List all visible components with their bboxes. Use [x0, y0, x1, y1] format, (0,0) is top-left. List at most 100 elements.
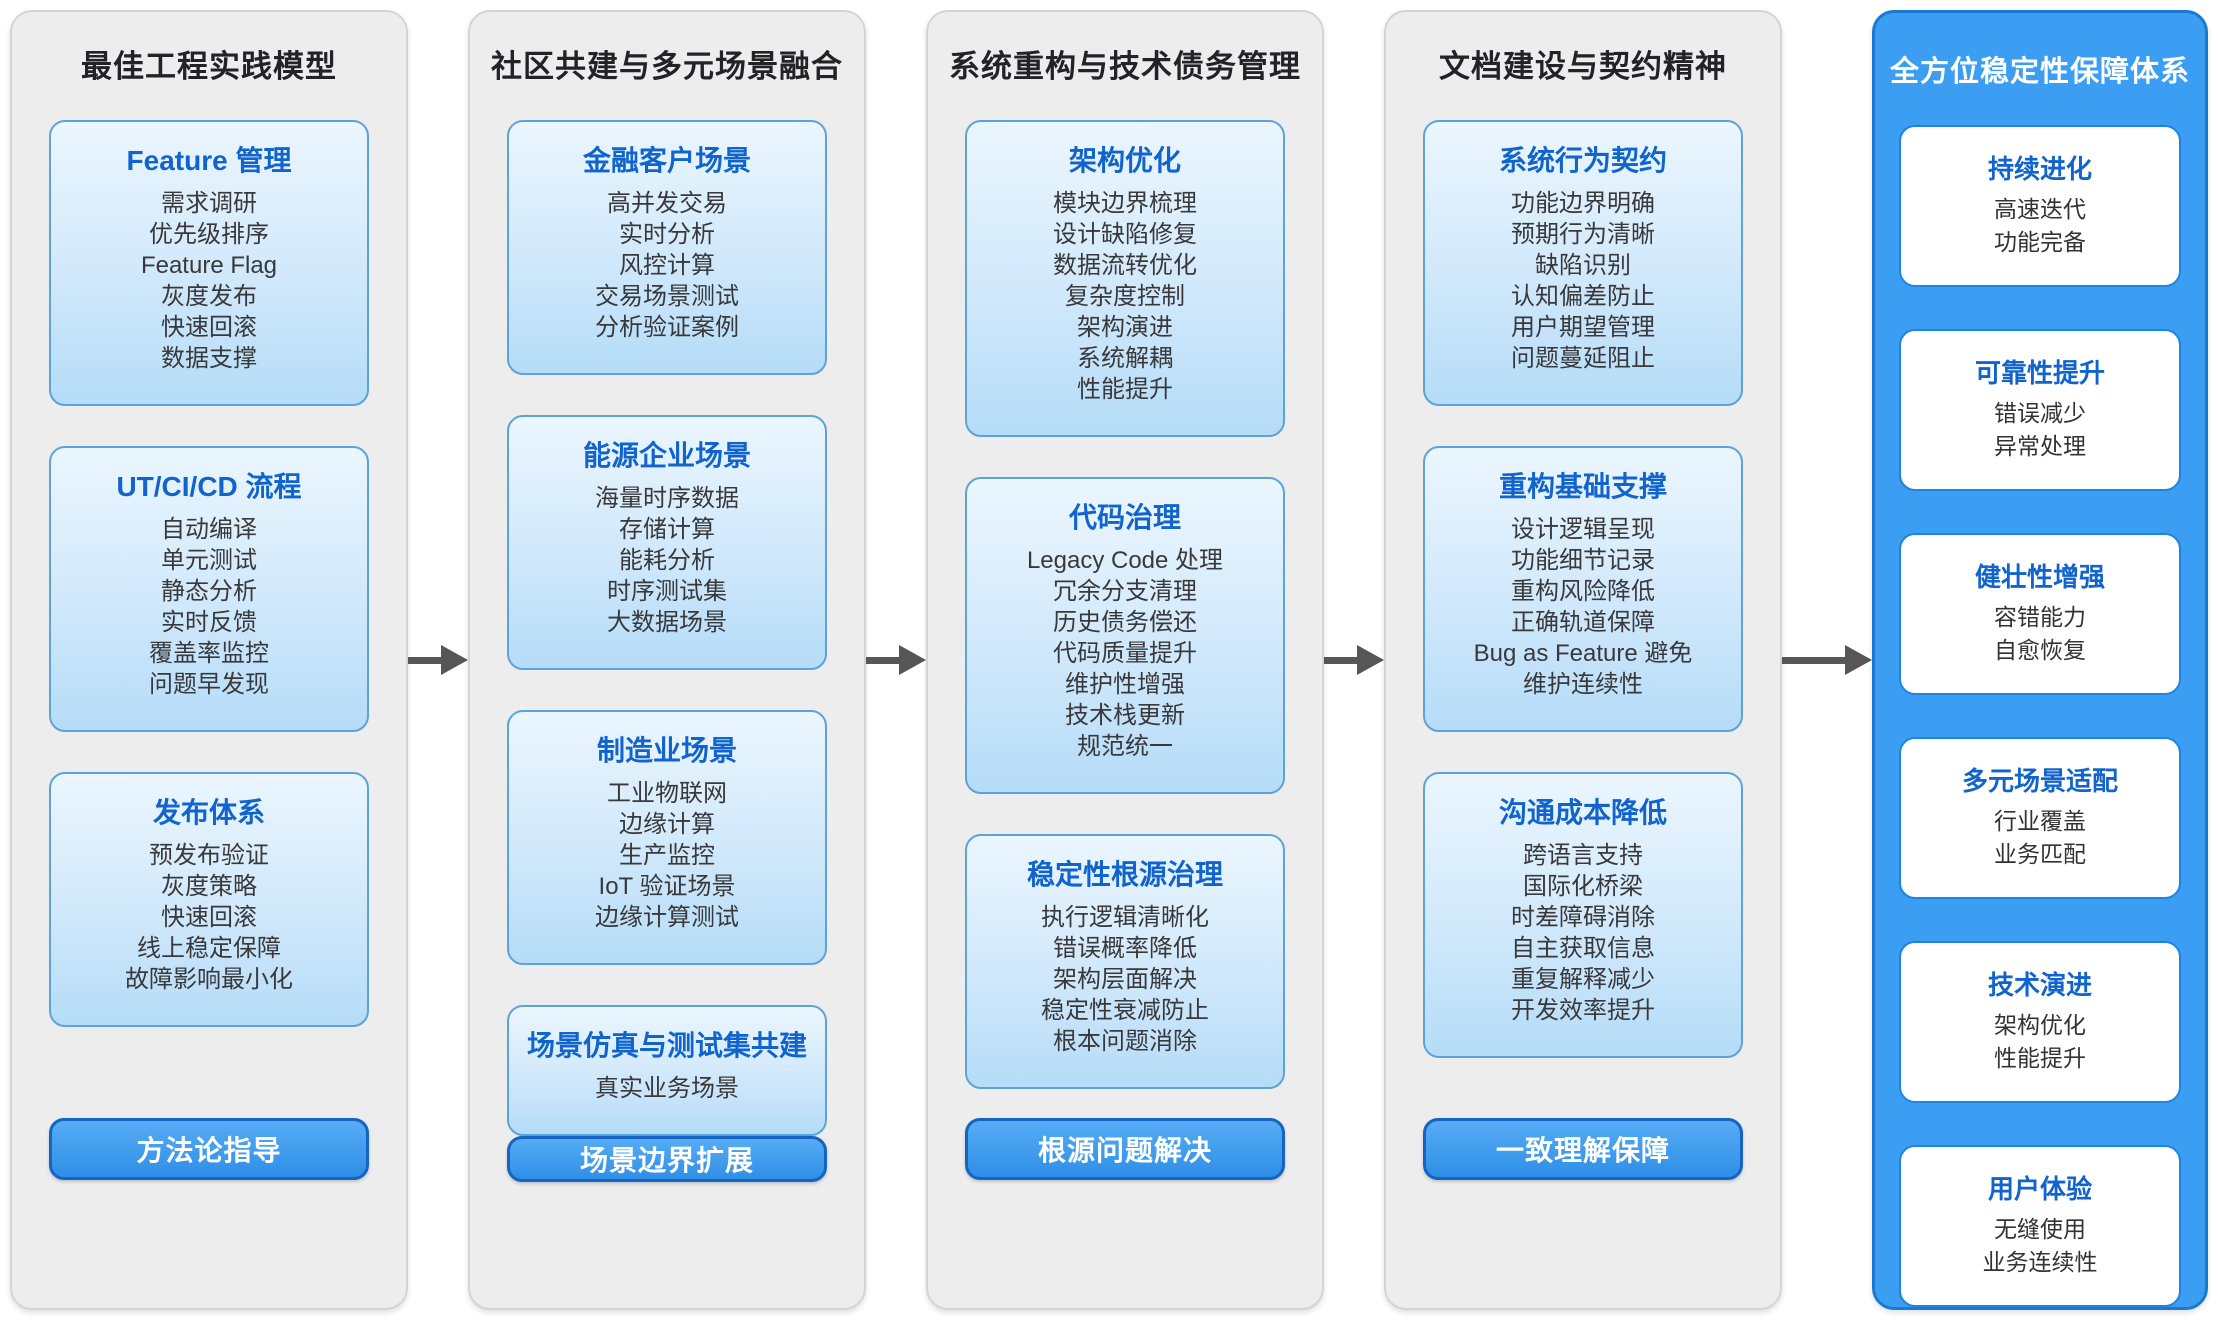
card-item: 跨语言支持	[1523, 842, 1643, 869]
card-title: 稳定性根源治理	[1026, 859, 1223, 890]
card-list: 系统行为契约功能边界明确预期行为清晰缺陷识别认知偏差防止用户期望管理问题蔓延阻止…	[1423, 120, 1743, 1058]
feature-card: 发布体系预发布验证灰度策略快速回滚线上稳定保障故障影响最小化	[49, 772, 369, 1027]
column-gap	[1324, 10, 1384, 1310]
card-item: 数据支撑	[161, 345, 257, 372]
card-item-list: 无缝使用业务连续性	[1907, 1213, 2173, 1279]
card-item-list: 高速迭代功能完备	[1907, 193, 2173, 259]
card-item: 用户期望管理	[1511, 314, 1655, 341]
card-item: 生产监控	[619, 842, 715, 869]
card-item: 维护连续性	[1523, 671, 1643, 698]
arrow-shaft	[866, 656, 899, 664]
card-title: 可靠性提升	[1974, 358, 2105, 388]
card-item: 执行逻辑清晰化	[1041, 904, 1209, 931]
card-item: 真实业务场景	[595, 1075, 739, 1102]
column-title: 最佳工程实践模型	[81, 49, 337, 84]
card-item: 认知偏差防止	[1511, 283, 1655, 310]
card-title: 系统行为契约	[1498, 145, 1667, 176]
arrow-shaft	[1782, 656, 1845, 664]
card-item: 分析验证案例	[595, 314, 739, 341]
flow-arrow-icon	[408, 645, 468, 675]
card-item: 缺陷识别	[1535, 252, 1631, 279]
card-item: 重复解释减少	[1511, 966, 1655, 993]
summary-pill-button: 一致理解保障	[1423, 1118, 1743, 1180]
card-item: 预期行为清晰	[1511, 221, 1655, 248]
card-list: 架构优化模块边界梳理设计缺陷修复数据流转优化复杂度控制架构演进系统解耦性能提升代…	[965, 120, 1285, 1089]
card-item: 性能提升	[1994, 1045, 2086, 1071]
card-item-list: 高并发交易实时分析风控计算交易场景测试分析验证案例	[515, 188, 819, 343]
card-item: 优先级排序	[149, 221, 269, 248]
card-item: 性能提升	[1077, 376, 1173, 403]
card-item: 业务匹配	[1994, 841, 2086, 867]
feature-card: 持续进化高速迭代功能完备	[1899, 125, 2181, 287]
card-item: 代码质量提升	[1053, 640, 1197, 667]
column-gap	[1782, 10, 1872, 1310]
card-item: Legacy Code 处理	[1026, 547, 1224, 574]
card-item: 海量时序数据	[595, 485, 739, 512]
card-item-list: Legacy Code 处理冗余分支清理历史债务偿还代码质量提升维护性增强技术栈…	[973, 545, 1277, 762]
card-item: 时差障碍消除	[1511, 904, 1655, 931]
card-item: 架构演进	[1077, 314, 1173, 341]
card-list: 金融客户场景高并发交易实时分析风控计算交易场景测试分析验证案例能源企业场景海量时…	[507, 120, 827, 1136]
card-item: 设计逻辑呈现	[1511, 516, 1655, 543]
arrow-shaft	[408, 656, 441, 664]
card-item: 开发效率提升	[1511, 997, 1655, 1024]
card-item: 国际化桥梁	[1523, 873, 1643, 900]
card-item: 能耗分析	[619, 547, 715, 574]
card-item: 自动编译	[161, 516, 257, 543]
stage-column-5: 全方位稳定性保障体系持续进化高速迭代功能完备可靠性提升错误减少异常处理健壮性增强…	[1872, 10, 2208, 1310]
card-item-list: 模块边界梳理设计缺陷修复数据流转优化复杂度控制架构演进系统解耦性能提升	[973, 188, 1277, 405]
card-item: Feature Flag	[140, 252, 278, 279]
card-item: 覆盖率监控	[149, 640, 269, 667]
card-item: 静态分析	[161, 578, 257, 605]
card-item: 正确轨道保障	[1511, 609, 1655, 636]
feature-card: 用户体验无缝使用业务连续性	[1899, 1145, 2181, 1307]
column-title: 社区共建与多元场景融合	[491, 49, 843, 84]
card-item-list: 容错能力自愈恢复	[1907, 601, 2173, 667]
card-title: 沟通成本降低	[1498, 797, 1667, 828]
card-item: 无缝使用	[1994, 1216, 2086, 1242]
arrow-shaft	[1324, 656, 1357, 664]
card-item: 预发布验证	[149, 842, 269, 869]
card-item: 业务连续性	[1982, 1249, 2098, 1275]
flow-arrow-icon	[1782, 645, 1872, 675]
card-item: 实时分析	[619, 221, 715, 248]
arrow-head	[1357, 645, 1384, 675]
card-item: 复杂度控制	[1065, 283, 1185, 310]
card-title: 代码治理	[1068, 502, 1181, 533]
card-item: 行业覆盖	[1994, 808, 2086, 834]
card-item: 快速回滚	[161, 904, 257, 931]
column-gap	[408, 10, 468, 1310]
arrow-head	[899, 645, 926, 675]
card-title: 金融客户场景	[582, 145, 751, 176]
feature-card: 沟通成本降低跨语言支持国际化桥梁时差障碍消除自主获取信息重复解释减少开发效率提升	[1423, 772, 1743, 1058]
arrow-head	[1845, 645, 1872, 675]
card-item: 高速迭代	[1994, 196, 2086, 222]
card-item: 快速回滚	[161, 314, 257, 341]
card-item: 时序测试集	[607, 578, 727, 605]
card-title: 制造业场景	[596, 735, 737, 766]
stage-column-4: 文档建设与契约精神系统行为契约功能边界明确预期行为清晰缺陷识别认知偏差防止用户期…	[1384, 10, 1782, 1310]
card-title: 架构优化	[1068, 145, 1181, 176]
card-item: Bug as Feature 避免	[1473, 640, 1693, 667]
card-title: 重构基础支撑	[1498, 471, 1667, 502]
card-item: 功能细节记录	[1511, 547, 1655, 574]
feature-card: 多元场景适配行业覆盖业务匹配	[1899, 737, 2181, 899]
card-item: 架构优化	[1994, 1012, 2086, 1038]
card-item: 需求调研	[161, 190, 257, 217]
card-item-list: 架构优化性能提升	[1907, 1009, 2173, 1075]
card-item: 存储计算	[619, 516, 715, 543]
card-item-list: 自动编译单元测试静态分析实时反馈覆盖率监控问题早发现	[57, 514, 361, 700]
column-title: 全方位稳定性保障体系	[1889, 56, 2190, 88]
column-title: 系统重构与技术债务管理	[949, 49, 1301, 84]
card-item: 历史债务偿还	[1053, 609, 1197, 636]
stage-column-2: 社区共建与多元场景融合金融客户场景高并发交易实时分析风控计算交易场景测试分析验证…	[468, 10, 866, 1310]
card-item: 高并发交易	[607, 190, 727, 217]
feature-card: 系统行为契约功能边界明确预期行为清晰缺陷识别认知偏差防止用户期望管理问题蔓延阻止	[1423, 120, 1743, 406]
feature-card: 架构优化模块边界梳理设计缺陷修复数据流转优化复杂度控制架构演进系统解耦性能提升	[965, 120, 1285, 437]
